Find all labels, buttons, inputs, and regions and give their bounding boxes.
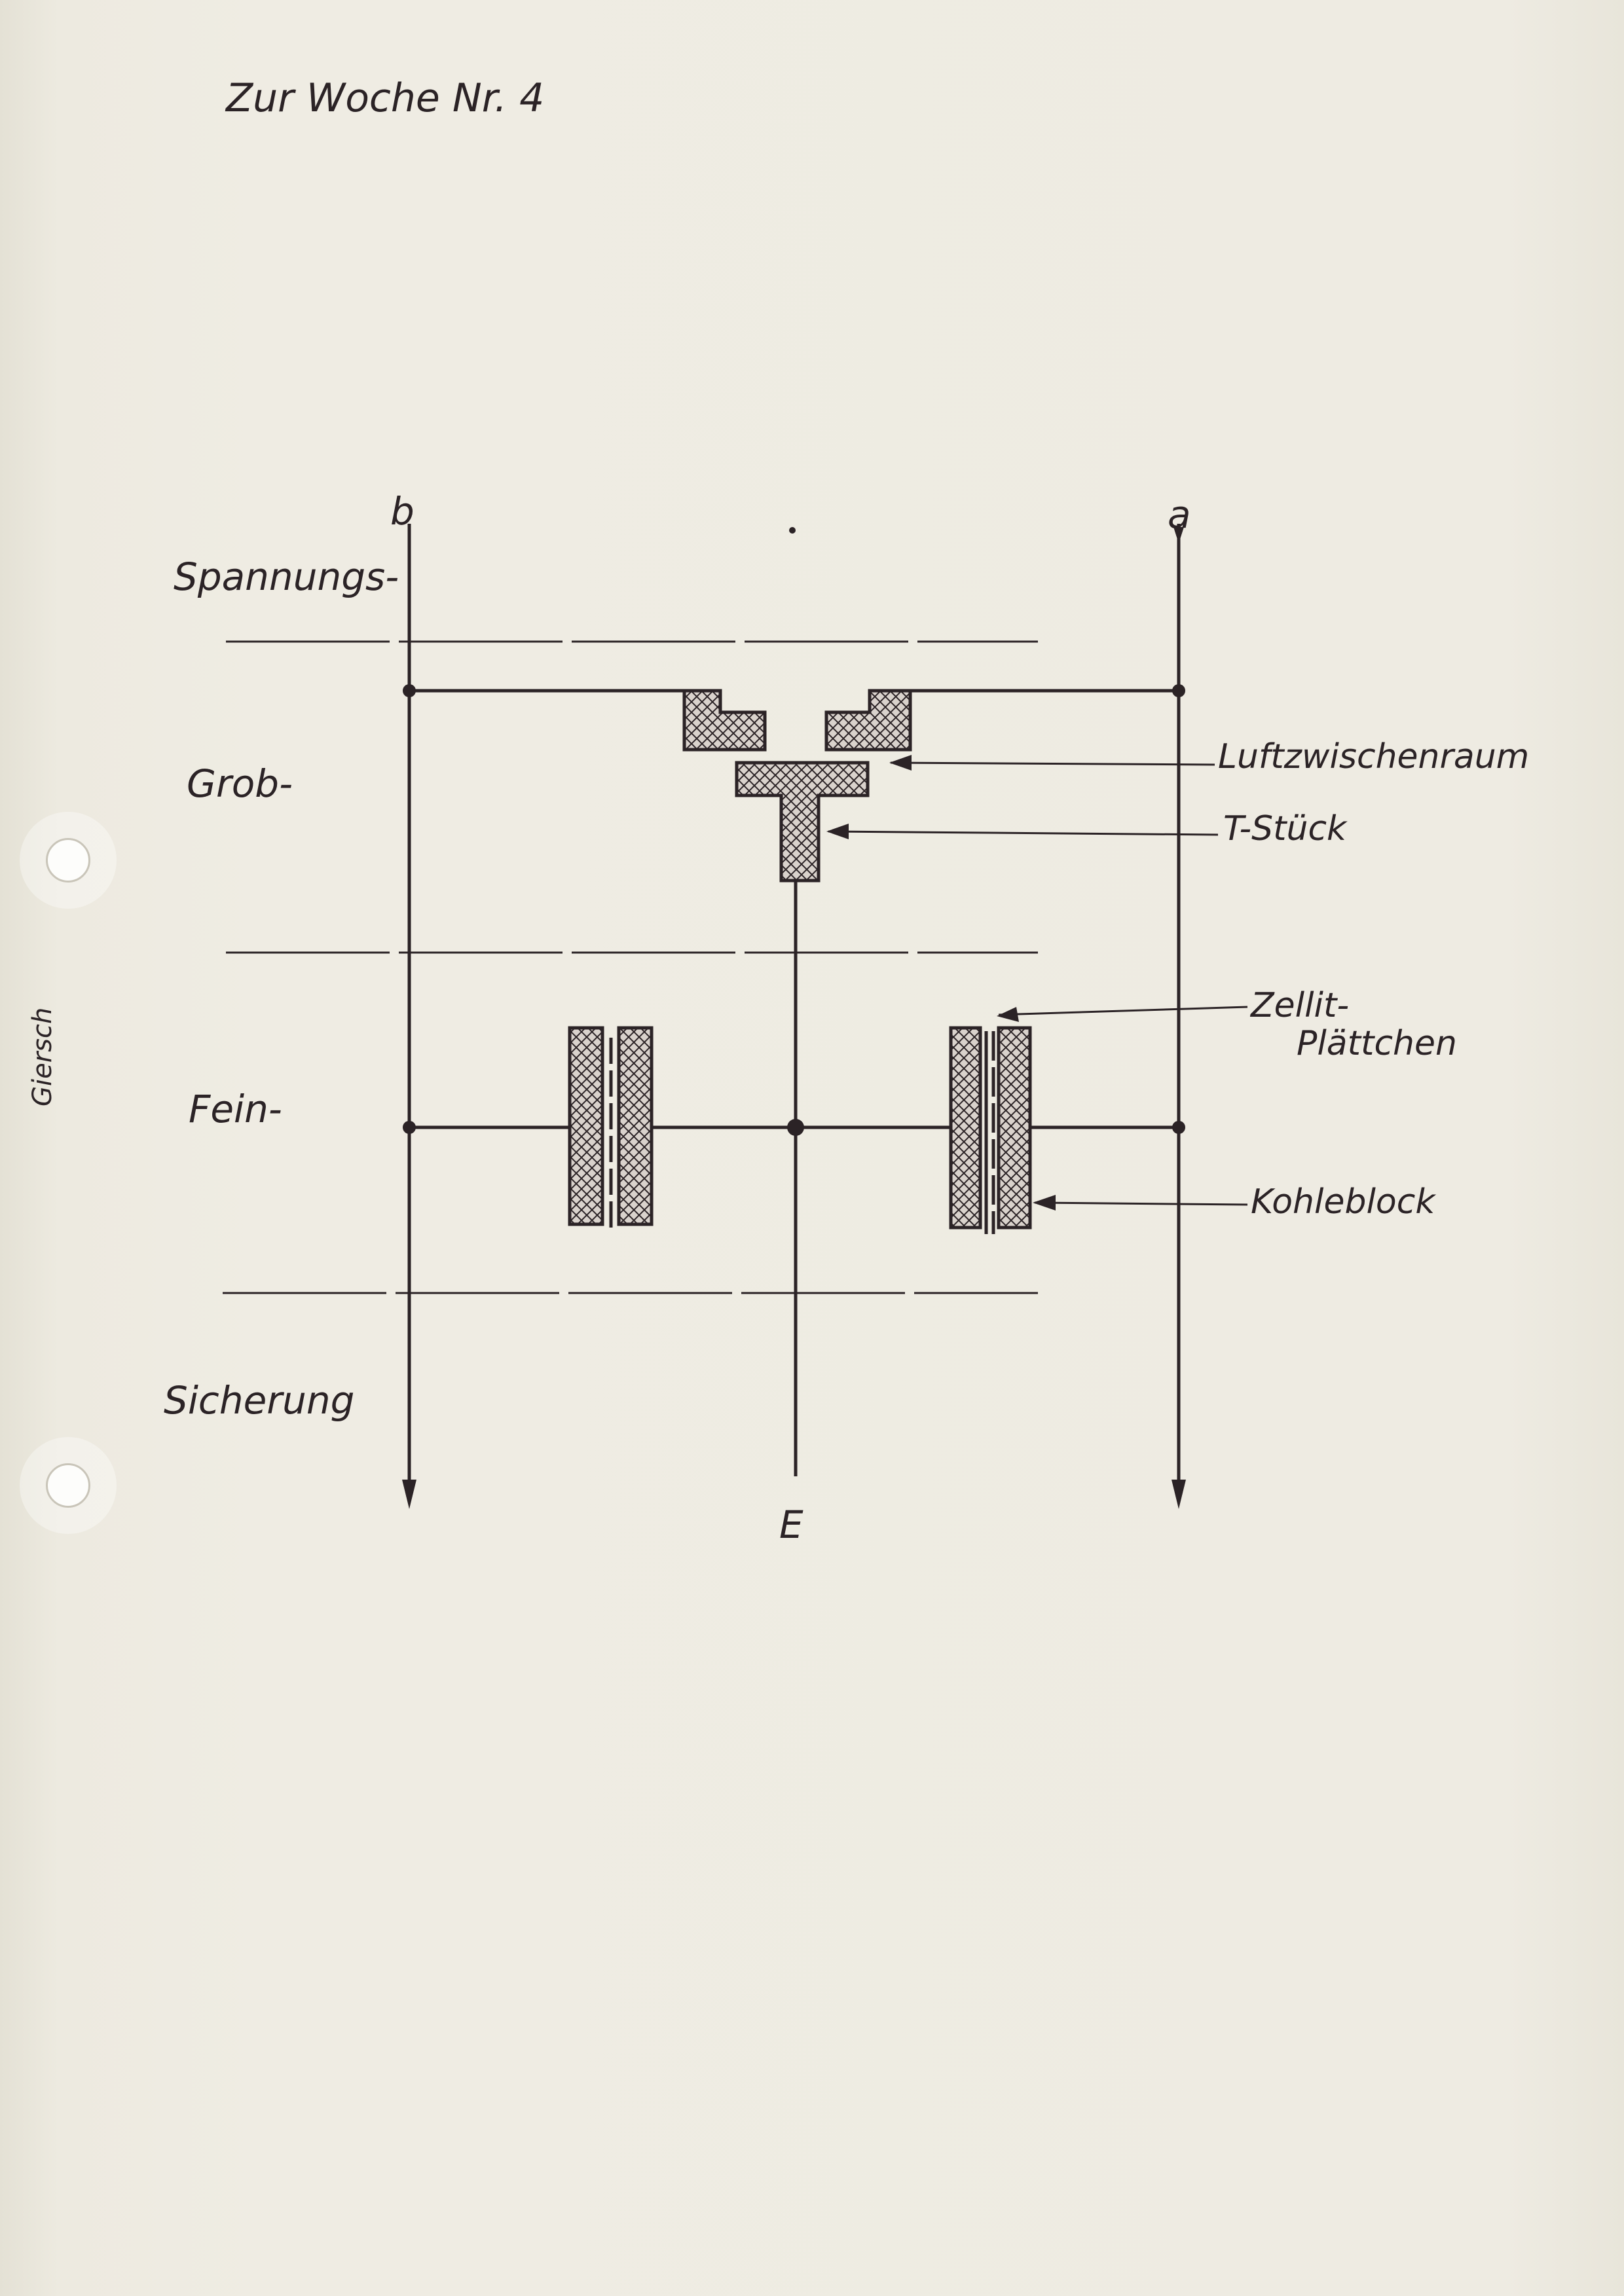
leader-air-gap [890,761,1215,766]
leader-carbon-block-arrow [1033,1195,1056,1211]
carbon-block-right-a [949,1026,982,1230]
carbon-block-right-b [997,1026,1032,1230]
arrow-a-down [1172,1480,1186,1509]
section-label-coarse: Grob- [187,761,293,806]
callout-carbon-block: Kohleblock [1251,1182,1435,1222]
main-wires [407,524,1181,1496]
callout-zellit-line2: Plättchen [1297,1024,1457,1063]
callout-t-piece: T-Stück [1223,809,1347,848]
leader-zellit-arrow [997,1007,1019,1022]
punch-hole-bottom [46,1463,90,1508]
coarse-electrode-right [824,689,912,752]
fine-protector-right [949,1026,1032,1234]
section-label-fine: Fein- [189,1087,282,1131]
arrow-a-top [1173,527,1184,543]
fine-protector-left [568,1026,654,1231]
junction-b-coarse [403,684,416,697]
coarse-electrodes [682,689,912,883]
carbon-block-left-b [617,1026,654,1226]
junction-a-fine [1172,1121,1185,1134]
page-title: Zur Woche Nr. 4 [226,75,545,121]
callout-zellit-line1: Zellit- [1251,986,1350,1025]
callout-leaders [826,755,1248,1211]
leader-zellit [998,1006,1248,1016]
leader-air-gap-arrow [889,755,912,771]
section-label-fuse: Sicherung [164,1378,355,1423]
arrow-b-down [402,1480,416,1509]
leader-t-piece [828,830,1219,836]
junction-dots [403,527,1185,1136]
terminal-a-label: a [1168,492,1191,537]
carbon-block-left-a [568,1026,604,1226]
section-label-voltage: Spannungs- [174,555,399,599]
terminal-b-label: b [390,489,415,534]
junction-b-fine [403,1121,416,1134]
punch-hole-top [46,838,90,883]
t-piece [735,761,870,883]
leader-carbon-block [1034,1201,1248,1206]
leader-t-piece-arrow [826,824,849,839]
coarse-electrode-left [682,689,767,752]
callout-air-gap: Luftzwischenraum [1218,737,1530,776]
terminal-e-label: E [779,1503,803,1547]
arrow-heads [402,527,1186,1509]
stray-dot [789,527,796,534]
section-divider-lines [223,640,1038,1294]
junction-e-fine [787,1119,804,1136]
junction-a-coarse [1172,684,1185,697]
